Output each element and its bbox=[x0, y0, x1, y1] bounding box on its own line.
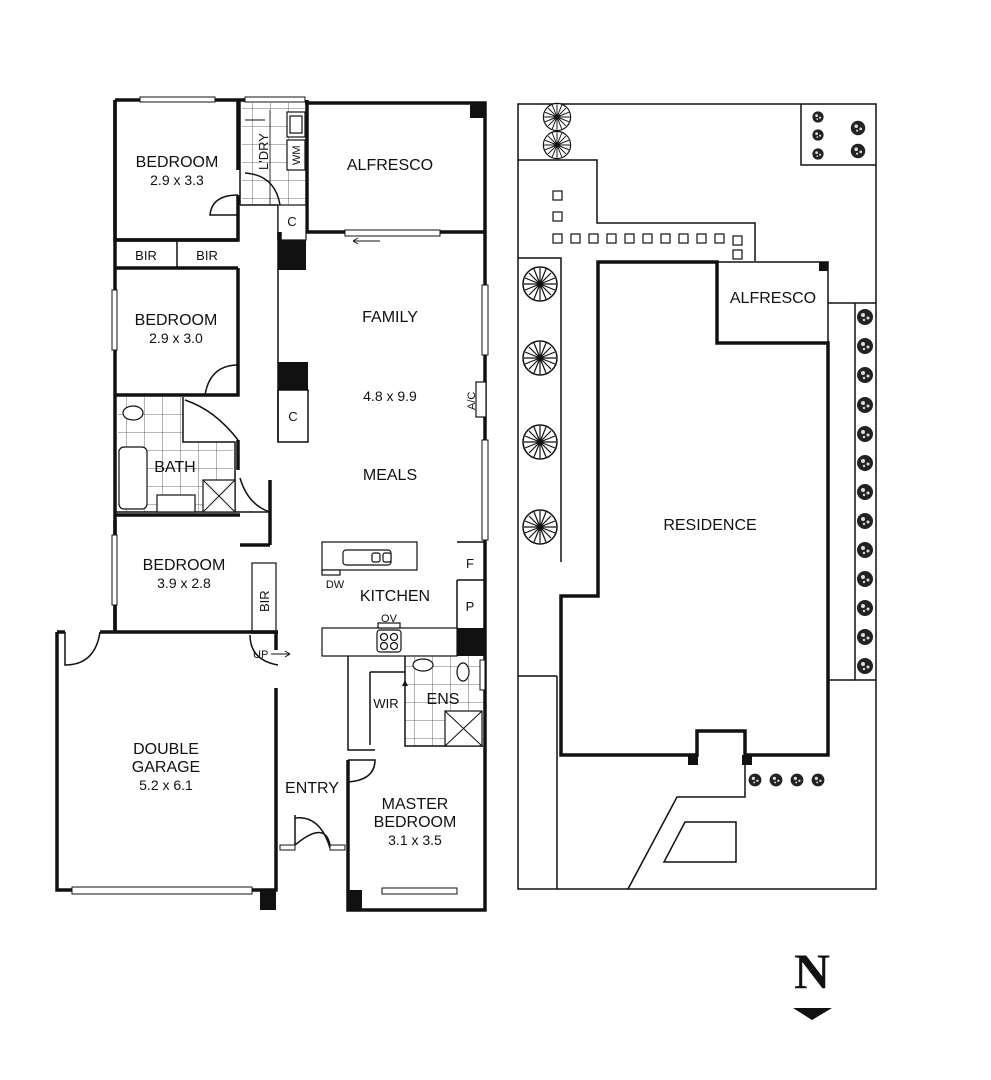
master-label-line2: BEDROOM bbox=[374, 814, 457, 831]
site-plan bbox=[517, 102, 877, 890]
site-residence-label: RESIDENCE bbox=[663, 517, 756, 534]
fridge-label: F bbox=[466, 556, 474, 571]
house-floor-plan bbox=[55, 96, 489, 912]
site-alfresco-label: ALFRESCO bbox=[730, 290, 816, 307]
master-size: 3.1 x 3.5 bbox=[388, 832, 442, 848]
up-label: UP bbox=[253, 649, 268, 661]
cupboard-2-label: C bbox=[288, 409, 297, 424]
dishwasher-label: DW bbox=[326, 579, 345, 591]
alfresco-label: ALFRESCO bbox=[347, 157, 433, 174]
family-label: FAMILY bbox=[362, 309, 418, 326]
master-label-line1: MASTER bbox=[382, 796, 449, 813]
north-arrow: N bbox=[793, 943, 832, 1020]
bedroom-2-size: 2.9 x 3.0 bbox=[149, 330, 203, 346]
laundry-label: L'DRY bbox=[256, 133, 271, 170]
bedroom-2-label: BEDROOM bbox=[135, 312, 218, 329]
pantry-label: P bbox=[466, 599, 475, 614]
bedroom-1-size: 2.9 x 3.3 bbox=[150, 172, 204, 188]
bir-3-label: BIR bbox=[257, 590, 272, 612]
ensuite-label: ENS bbox=[427, 691, 460, 708]
north-arrow-icon bbox=[793, 1008, 832, 1020]
aircon-label: A/C bbox=[466, 392, 478, 410]
north-label: N bbox=[794, 943, 830, 999]
trees bbox=[522, 102, 572, 545]
garage-label-line1: DOUBLE bbox=[133, 741, 199, 758]
bedroom-3-size: 3.9 x 2.8 bbox=[157, 575, 211, 591]
stepping-stones bbox=[552, 190, 743, 260]
bedroom-3-label: BEDROOM bbox=[143, 557, 226, 574]
wir-label: WIR bbox=[373, 696, 398, 711]
family-size: 4.8 x 9.9 bbox=[363, 388, 417, 404]
entry-label: ENTRY bbox=[285, 780, 339, 797]
bir-2-label: BIR bbox=[196, 248, 218, 263]
bedroom-1-label: BEDROOM bbox=[136, 154, 219, 171]
garage-size: 5.2 x 6.1 bbox=[139, 777, 193, 793]
bath-label: BATH bbox=[154, 459, 195, 476]
cupboard-1-label: C bbox=[287, 214, 296, 229]
meals-label: MEALS bbox=[363, 467, 417, 484]
garage-label-line2: GARAGE bbox=[132, 759, 200, 776]
washing-machine-label: WM bbox=[291, 145, 303, 165]
oven-label: OV bbox=[381, 613, 398, 625]
bir-1-label: BIR bbox=[135, 248, 157, 263]
kitchen-label: KITCHEN bbox=[360, 588, 430, 605]
